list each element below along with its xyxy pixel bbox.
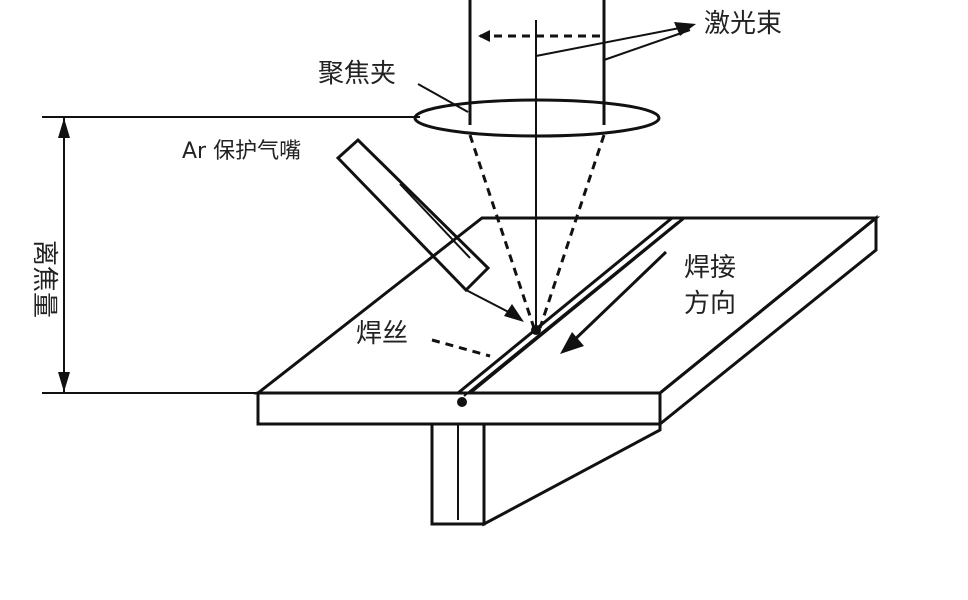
workpiece-web [430, 422, 662, 527]
focused-beam [468, 134, 606, 329]
label-welding-direction-2: 方向 [684, 289, 736, 319]
weld-seam [457, 216, 685, 407]
welding-direction-arrow [560, 250, 668, 354]
label-ar-nozzle: Ar 保护气嘴 [182, 139, 301, 164]
ar-gas-nozzle [335, 137, 524, 322]
lens-leader [417, 83, 469, 113]
label-defocus: 离焦量 [29, 240, 59, 318]
defocus-dimension [42, 116, 420, 394]
laser-beam [468, 0, 606, 330]
label-focusing-lens: 聚焦夹 [318, 59, 396, 89]
label-welding-direction-1: 焊接 [684, 253, 736, 283]
label-laser-beam: 激光束 [704, 9, 782, 39]
laser-beam-leaders [535, 22, 696, 61]
filler-wire-leader [431, 338, 491, 358]
label-filler-wire: 焊丝 [356, 319, 408, 349]
